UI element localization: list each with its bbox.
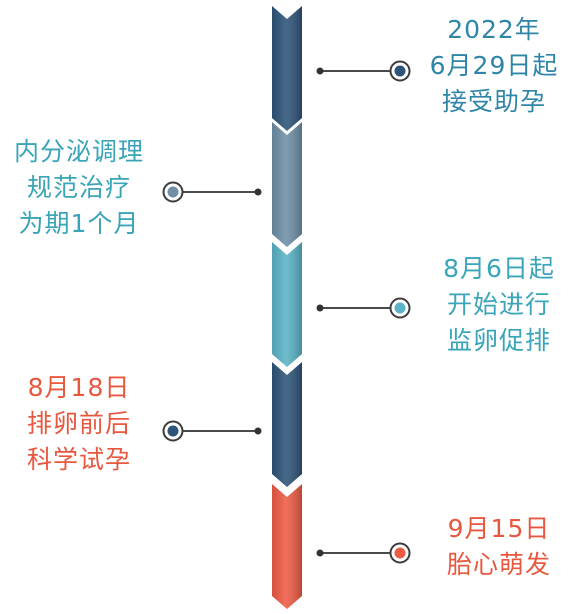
connector-dot-3 — [316, 304, 324, 312]
step-2-line-1: 内分泌调理 — [13, 137, 144, 166]
connector-dot-5 — [316, 549, 324, 557]
step-4-line-1: 8月18日 — [27, 373, 131, 402]
connector-dot-4 — [254, 427, 262, 435]
step-5-line-2: 胎心萌发 — [446, 550, 551, 579]
marker-dot-1 — [394, 65, 406, 77]
segment-2-shade — [272, 122, 302, 247]
step-5-line-1: 9月15日 — [447, 514, 551, 543]
segment-1-shade — [272, 6, 302, 131]
step-2-label: 内分泌调理 规范治疗 为期1个月 — [0, 134, 158, 242]
step-5-label: 9月15日 胎心萌发 — [424, 511, 574, 583]
step-2-line-2: 规范治疗 — [26, 173, 131, 202]
marker-dot-4 — [167, 425, 179, 437]
connector-dot-2 — [254, 188, 262, 196]
segment-3-shade — [272, 242, 302, 367]
step-2-line-3: 为期1个月 — [18, 209, 140, 238]
step-4-label: 8月18日 排卵前后 科学试孕 — [4, 370, 154, 478]
step-3-line-3: 监卵促排 — [446, 326, 551, 355]
marker-dot-5 — [394, 547, 406, 559]
step-3-line-1: 8月6日起 — [443, 254, 555, 283]
step-1-line-2: 6月29日起 — [429, 51, 559, 80]
step-1-line-3: 接受助孕 — [441, 87, 546, 116]
step-4-line-3: 科学试孕 — [26, 445, 131, 474]
step-3-line-2: 开始进行 — [446, 290, 551, 319]
step-4-line-2: 排卵前后 — [26, 409, 131, 438]
segment-5-shade — [272, 484, 302, 609]
marker-dot-3 — [394, 302, 406, 314]
segment-4-shade — [272, 362, 302, 487]
step-3-label: 8月6日起 开始进行 监卵促排 — [424, 251, 574, 359]
step-1-line-1: 2022年 — [447, 15, 541, 44]
marker-dot-2 — [167, 186, 179, 198]
connector-dot-1 — [316, 67, 324, 75]
step-1-label: 2022年 6月29日起 接受助孕 — [414, 12, 574, 120]
